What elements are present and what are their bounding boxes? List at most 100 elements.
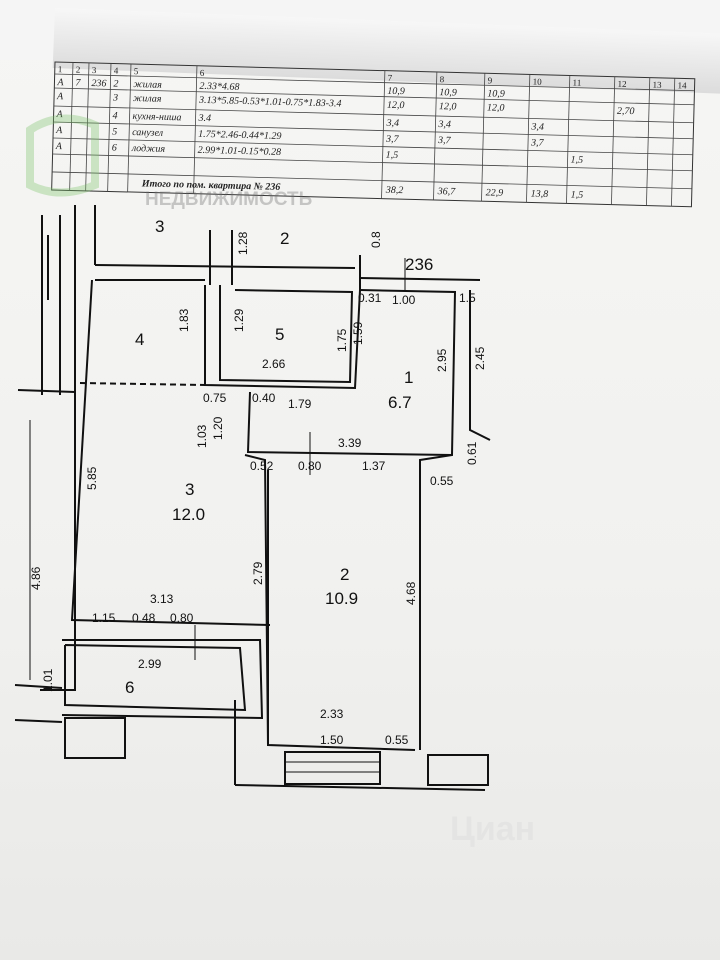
room-2-area: 10.9 xyxy=(325,589,358,608)
dimension-label: 1.75 xyxy=(335,328,349,352)
table-cell: А xyxy=(56,77,64,88)
dimension-label: 1.28 xyxy=(236,231,250,255)
table-cell: 1.75*2.46-0.44*1.29 xyxy=(198,129,282,142)
dimension-label: 3.39 xyxy=(338,436,362,450)
dimension-label: 1.00 xyxy=(392,293,416,307)
dimension-label: 0.48 xyxy=(132,611,156,625)
dimension-label: 1.59 xyxy=(351,321,365,345)
table-header-cell: 3 xyxy=(92,65,97,75)
table-cell: 12,0 xyxy=(487,102,505,113)
table-cell: 236 xyxy=(91,78,106,89)
dimension-label: 1.01 xyxy=(41,668,55,692)
table-cell: 7 xyxy=(75,78,81,89)
table-cell: А xyxy=(55,125,63,136)
room-2-number: 2 xyxy=(340,565,349,584)
table-cell: жилая xyxy=(133,79,162,91)
table-header-cell: 7 xyxy=(388,73,393,83)
dimension-label: 2.99 xyxy=(138,657,162,671)
table-cell: 2.33*4.68 xyxy=(199,81,239,93)
table-header-cell: 10 xyxy=(533,77,543,87)
dimension-label: 0.31 xyxy=(358,291,382,305)
table-cell: 2.99*1.01-0.15*0.28 xyxy=(198,145,282,158)
dimension-label: 0.61 xyxy=(465,441,479,465)
table-cell: А xyxy=(55,141,63,152)
table-header-cell: 13 xyxy=(652,80,662,90)
room-1-area: 6.7 xyxy=(388,393,412,412)
watermark-logo: НЕДВИЖИМОСТЬ Циан xyxy=(26,114,535,848)
table-total-cell: 38,2 xyxy=(385,185,404,196)
table-total-label: Итого по пом. квартира № 236 xyxy=(141,178,281,193)
dimension-label: 0.40 xyxy=(252,391,276,405)
watermark-text: НЕДВИЖИМОСТЬ xyxy=(145,189,312,210)
room-4-number: 4 xyxy=(135,330,144,349)
room-3-number: 3 xyxy=(185,480,194,499)
apartment-number: 236 xyxy=(405,255,433,274)
dimension-label: 2.95 xyxy=(435,348,449,372)
table-cell: жилая xyxy=(133,93,162,105)
table-cell: 10,9 xyxy=(387,86,405,97)
dimension-label: 4.68 xyxy=(404,581,418,605)
dimension-label: 2.79 xyxy=(251,561,265,585)
dimension-label: 2.45 xyxy=(473,346,487,370)
table-cell: А xyxy=(55,109,63,120)
table-cell: 12,0 xyxy=(387,100,405,111)
table-cell: 6 xyxy=(112,143,117,154)
table-cell: 2 xyxy=(113,79,118,90)
dimension-label: 3.13 xyxy=(150,592,174,606)
dimension-label: 1.79 xyxy=(288,397,312,411)
dimension-label: 1.03 xyxy=(195,424,209,448)
table-cell: 3.13*5.85-0.53*1.01-0.75*1.83-3.4 xyxy=(198,95,342,110)
table-header-cell: 1 xyxy=(58,64,63,74)
table-total-cell: 36,7 xyxy=(437,186,457,198)
table-header-cell: 6 xyxy=(200,68,205,78)
table-cell: 3,4 xyxy=(385,118,399,129)
table-cell: 3,4 xyxy=(437,119,451,130)
table-header-cell: 5 xyxy=(134,66,139,76)
table-total-cell: 13,8 xyxy=(531,188,549,199)
dimension-label: 0.80 xyxy=(170,611,194,625)
table-cell: 3,7 xyxy=(530,137,545,148)
table-header-cell: 14 xyxy=(677,80,687,90)
room-5-number: 5 xyxy=(275,325,284,344)
table-cell: 5 xyxy=(112,127,117,138)
table-cell: 3,4 xyxy=(530,121,544,132)
dimension-label: 1.50 xyxy=(320,733,344,747)
table-cell: 3,7 xyxy=(437,135,452,146)
room-labels: 1 6.7 2 10.9 3 12.0 4 5 6 236 3 2 xyxy=(125,217,433,697)
neighbor-room-3: 3 xyxy=(155,217,164,236)
table-cell: 3.4 xyxy=(197,113,211,124)
table-cell: 1,5 xyxy=(386,150,399,161)
dimension-label: 0.75 xyxy=(203,391,227,405)
table-header-cell: 9 xyxy=(488,75,493,85)
room-3-area: 12.0 xyxy=(172,505,205,524)
neighbor-room-2: 2 xyxy=(280,229,289,248)
table-cell: 4 xyxy=(112,111,117,122)
table-header-cell: 2 xyxy=(76,65,81,75)
dimension-label: 4.86 xyxy=(29,566,43,590)
dimension-label: 1.83 xyxy=(177,308,191,332)
dimension-label: 0.55 xyxy=(385,733,409,747)
watermark-site: Циан xyxy=(450,810,535,848)
table-header-cell: 12 xyxy=(617,79,626,89)
dimension-label: 2.66 xyxy=(262,357,286,371)
table-header-cell: 8 xyxy=(440,74,445,84)
dimension-label: 0.52 xyxy=(250,459,274,473)
dimension-label: 0.55 xyxy=(430,474,454,488)
dimension-label: 1.15 xyxy=(92,611,116,625)
table-header-cell: 4 xyxy=(114,66,119,76)
table-cell: 3 xyxy=(112,93,118,104)
dimension-label: 0.80 xyxy=(298,459,322,473)
room-6-number: 6 xyxy=(125,678,134,697)
dimension-label: 1.29 xyxy=(232,308,246,332)
table-cell: лоджия xyxy=(131,143,166,155)
table-cell: 10,9 xyxy=(439,87,457,98)
dimension-label: 0.8 xyxy=(369,231,383,248)
table-cell: 2,70 xyxy=(617,106,635,117)
table-cell: 12,0 xyxy=(439,101,457,112)
table-total-cell: 1,5 xyxy=(571,190,584,201)
dimension-label: 5.85 xyxy=(85,466,99,490)
floor-plan xyxy=(14,205,491,791)
